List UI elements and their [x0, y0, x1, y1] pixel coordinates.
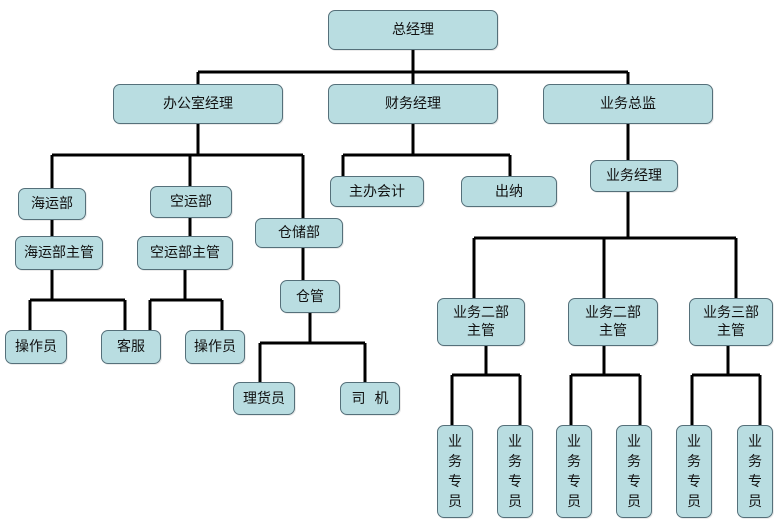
operator-box-1: 操作员 [5, 330, 67, 364]
sea-head-box: 海运部主管 [15, 236, 103, 270]
stock-clerk-label: 理货员 [243, 390, 285, 407]
business-manager-label: 业务经理 [606, 168, 662, 184]
specialist-box-3: 业务专员 [556, 425, 592, 518]
operator-label-1: 操作员 [15, 339, 57, 355]
business-director-label: 业务总监 [600, 96, 656, 112]
sea-dept-label: 海运部 [31, 196, 73, 212]
operator-label-2: 操作员 [194, 339, 236, 355]
cashier-box: 出纳 [461, 176, 557, 207]
specialist-label-6: 业务专员 [748, 433, 762, 510]
specialist-label-1: 业务专员 [448, 433, 462, 510]
biz-head-box-1: 业务二部 主管 [437, 298, 525, 346]
cashier-label: 出纳 [495, 183, 523, 200]
chief-accountant-box: 主办会计 [330, 176, 424, 207]
air-dept-box: 空运部 [150, 186, 232, 218]
biz-head-label-2: 业务二部 主管 [585, 305, 641, 339]
customer-service-box: 客服 [101, 330, 161, 364]
specialist-box-2: 业务专员 [497, 425, 533, 518]
sea-head-label: 海运部主管 [24, 245, 94, 261]
customer-service-label: 客服 [117, 339, 145, 355]
biz-head-box-2: 业务二部 主管 [568, 298, 658, 346]
office-manager-label: 办公室经理 [163, 96, 233, 112]
stock-clerk-box: 理货员 [233, 382, 295, 415]
specialist-box-6: 业务专员 [737, 425, 773, 518]
operator-box-2: 操作员 [185, 330, 245, 364]
driver-box: 司 机 [340, 382, 400, 415]
warehouse-keeper-box: 仓管 [280, 280, 340, 313]
finance-manager-box: 财务经理 [328, 84, 498, 124]
air-dept-label: 空运部 [170, 194, 212, 210]
finance-manager-label: 财务经理 [385, 96, 441, 112]
driver-label: 司 机 [351, 390, 389, 407]
business-manager-box: 业务经理 [590, 160, 678, 192]
specialist-box-4: 业务专员 [616, 425, 652, 518]
specialist-label-4: 业务专员 [627, 433, 641, 510]
specialist-label-5: 业务专员 [687, 433, 701, 510]
chief-accountant-label: 主办会计 [349, 183, 405, 200]
ceo-box: 总经理 [328, 10, 498, 50]
biz-head-box-3: 业务三部 主管 [689, 298, 773, 346]
business-director-box: 业务总监 [543, 84, 713, 124]
specialist-box-5: 业务专员 [676, 425, 712, 518]
air-head-label: 空运部主管 [150, 245, 220, 261]
specialist-label-3: 业务专员 [567, 433, 581, 510]
ceo-label: 总经理 [392, 22, 434, 38]
warehouse-keeper-label: 仓管 [296, 288, 324, 305]
office-manager-box: 办公室经理 [113, 84, 283, 124]
biz-head-label-1: 业务二部 主管 [453, 305, 509, 339]
specialist-label-2: 业务专员 [508, 433, 522, 510]
warehouse-dept-label: 仓储部 [278, 225, 320, 241]
sea-dept-box: 海运部 [18, 188, 86, 220]
air-head-box: 空运部主管 [137, 236, 233, 270]
specialist-box-1: 业务专员 [437, 425, 473, 518]
biz-head-label-3: 业务三部 主管 [703, 305, 759, 339]
warehouse-dept-box: 仓储部 [255, 218, 343, 248]
